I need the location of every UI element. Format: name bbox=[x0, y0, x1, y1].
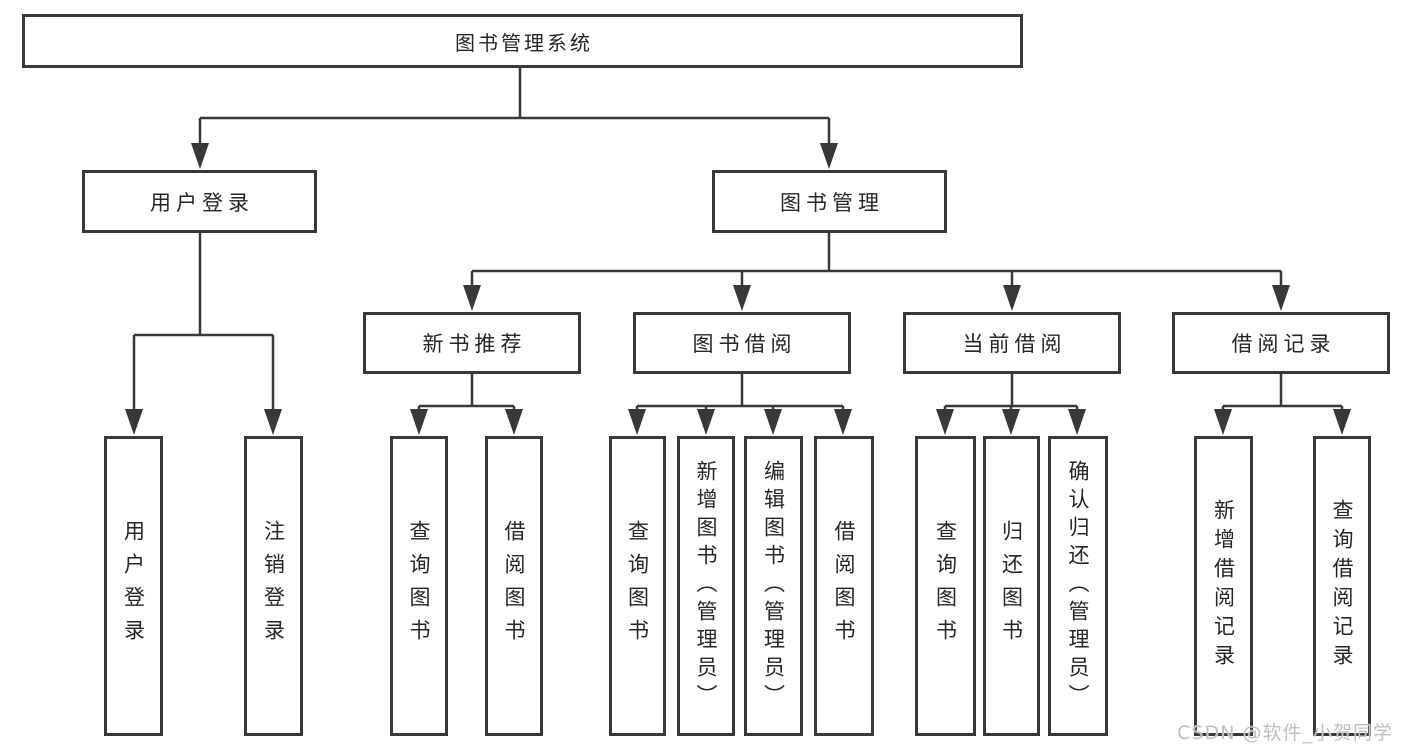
node-label: 新增图书（管理员） bbox=[694, 460, 718, 712]
node-current-borrow: 当前借阅 bbox=[903, 312, 1121, 374]
csdn-watermark: CSDN @软件_小贺同学 bbox=[1177, 722, 1393, 744]
node-label: 当前借阅 bbox=[962, 332, 1067, 356]
node-label: 归还图书 bbox=[999, 520, 1024, 652]
node-label: 新书推荐 bbox=[422, 332, 527, 356]
leaf-newbooks-query-books: 查询图书 bbox=[390, 436, 448, 736]
node-label: 查询图书 bbox=[933, 520, 958, 652]
leaf-records-add-record: 新增借阅记录 bbox=[1194, 436, 1253, 736]
node-new-book-recommend: 新书推荐 bbox=[363, 312, 581, 374]
node-borrow-records: 借阅记录 bbox=[1172, 312, 1390, 374]
leaf-borrow-query-books: 查询图书 bbox=[609, 436, 666, 736]
node-label: 图书借阅 bbox=[692, 332, 797, 356]
node-user-login: 用户登录 bbox=[82, 170, 317, 233]
node-book-management: 图书管理 bbox=[712, 170, 947, 233]
leaf-current-return-books: 归还图书 bbox=[983, 436, 1040, 736]
connector-path bbox=[132, 68, 1344, 411]
node-label: 查询图书 bbox=[625, 520, 650, 652]
node-label: 图书管理系统 bbox=[455, 30, 593, 55]
node-label: 编辑图书（管理员） bbox=[761, 460, 786, 712]
leaf-borrow-edit-books-admin: 编辑图书（管理员） bbox=[744, 436, 803, 736]
arrowheads bbox=[125, 143, 1351, 435]
node-label: 借阅记录 bbox=[1231, 332, 1336, 356]
node-label: 注销登录 bbox=[261, 520, 286, 652]
leaf-records-query-record: 查询借阅记录 bbox=[1313, 436, 1371, 736]
node-label: 用户登录 bbox=[150, 190, 254, 215]
leaf-borrow-borrow-books: 借阅图书 bbox=[814, 436, 874, 736]
leaf-borrow-add-books-admin: 新增图书（管理员） bbox=[677, 436, 735, 736]
node-label: 借阅图书 bbox=[502, 520, 526, 652]
node-label: 确认归还（管理员） bbox=[1066, 460, 1090, 712]
node-label: 查询图书 bbox=[407, 520, 431, 652]
node-label: 借阅图书 bbox=[832, 520, 856, 652]
node-library-management-system: 图书管理系统 bbox=[22, 14, 1023, 68]
leaf-current-confirm-return-admin: 确认归还（管理员） bbox=[1048, 436, 1108, 736]
leaf-logout: 注销登录 bbox=[244, 436, 303, 736]
node-book-borrow: 图书借阅 bbox=[633, 312, 851, 374]
node-label: 图书管理 bbox=[780, 190, 884, 215]
node-label: 新增借阅记录 bbox=[1211, 499, 1236, 673]
node-label: 用户登录 bbox=[121, 520, 146, 652]
leaf-user-login: 用户登录 bbox=[104, 436, 163, 736]
leaf-current-query-books: 查询图书 bbox=[915, 436, 976, 736]
leaf-newbooks-borrow-books: 借阅图书 bbox=[485, 436, 543, 736]
node-label: 查询借阅记录 bbox=[1330, 499, 1354, 673]
